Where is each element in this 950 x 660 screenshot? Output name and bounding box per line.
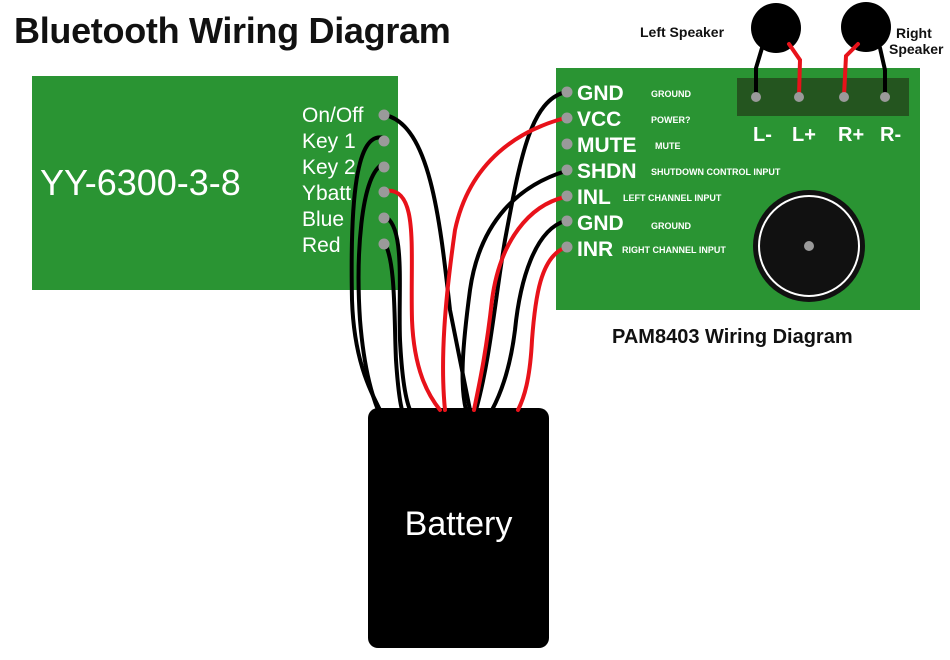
onboard-speaker-icon bbox=[753, 190, 865, 302]
header-pin-l-minus bbox=[751, 92, 761, 102]
bt-pin-label-ybatt: Ybatt bbox=[302, 182, 352, 205]
bluetooth-module-name: YY-6300-3-8 bbox=[40, 162, 241, 203]
amp-pin-label-mute: MUTE bbox=[577, 134, 637, 157]
amplifier-caption: PAM8403 Wiring Diagram bbox=[612, 326, 853, 348]
amp-pin-desc-inl: LEFT CHANNEL INPUT bbox=[623, 193, 722, 203]
amp-pin-label-gnd1: GND bbox=[577, 82, 624, 105]
wire-amp-gnd2 bbox=[490, 219, 567, 412]
wire-amp-vcc bbox=[441, 116, 567, 412]
bluetooth-module-board bbox=[32, 76, 398, 290]
amp-pin-gnd2 bbox=[561, 215, 573, 227]
amp-pin-mute bbox=[561, 138, 573, 150]
amp-pin-shdn bbox=[561, 164, 573, 176]
bt-pin-label-blue: Blue bbox=[302, 208, 345, 231]
amp-pin-label-shdn: SHDN bbox=[577, 160, 637, 183]
wire-amp-shdn bbox=[460, 169, 568, 412]
right-speaker-label-line2: Speaker bbox=[889, 41, 944, 57]
left-speaker-positive-wire bbox=[787, 42, 803, 98]
amp-pin-desc-shdn: SHUTDOWN CONTROL INPUT bbox=[651, 167, 781, 177]
amp-pin-desc-inr: RIGHT CHANNEL INPUT bbox=[622, 245, 726, 255]
bt-pin-label-key2: Key 2 bbox=[302, 156, 356, 179]
amp-pin-label-gnd2: GND bbox=[577, 212, 624, 235]
amp-pin-gnd1 bbox=[561, 86, 573, 98]
wire-amp-gnd1 bbox=[474, 90, 568, 412]
amp-pin-inr bbox=[561, 241, 573, 253]
left-speaker-label: Left Speaker bbox=[640, 24, 725, 40]
diagram-title: Bluetooth Wiring Diagram bbox=[14, 10, 451, 51]
bt-pin-blue bbox=[378, 212, 390, 224]
header-pin-l-plus bbox=[794, 92, 804, 102]
speaker-terminal-r-plus: R+ bbox=[838, 124, 865, 146]
wire-ybatt bbox=[382, 188, 442, 412]
wire-red bbox=[382, 240, 404, 412]
wire-key2 bbox=[356, 162, 385, 412]
speaker-terminal-r-minus: R- bbox=[880, 124, 902, 146]
amp-pin-inl bbox=[561, 190, 573, 202]
right-speaker-label-line1: Right bbox=[896, 25, 932, 41]
amp-pin-label-inl: INL bbox=[577, 186, 611, 209]
bt-pin-label-key1: Key 1 bbox=[302, 130, 356, 153]
left-speaker-icon bbox=[751, 3, 801, 53]
wire-amp-inl bbox=[472, 195, 567, 412]
bt-pin-label-red: Red bbox=[302, 234, 341, 257]
speaker-terminal-l-plus: L+ bbox=[792, 124, 816, 146]
header-pin-r-minus bbox=[880, 92, 890, 102]
amp-pins bbox=[561, 86, 573, 253]
wire-amp-inr bbox=[516, 245, 569, 412]
bt-pin-ybatt bbox=[378, 186, 390, 198]
speaker-wires bbox=[754, 42, 887, 98]
right-speaker-negative-wire bbox=[878, 46, 887, 98]
bt-pin-key1 bbox=[378, 135, 390, 147]
right-speaker-icon bbox=[841, 2, 891, 52]
bt-pin-key2 bbox=[378, 161, 390, 173]
right-speaker-positive-wire bbox=[842, 42, 860, 98]
speaker-header-pins bbox=[751, 92, 890, 102]
battery-pack bbox=[368, 408, 549, 648]
bt-module-pins bbox=[378, 109, 390, 250]
amp-pin-desc-gnd2: GROUND bbox=[651, 221, 691, 231]
bt-pin-red bbox=[378, 238, 390, 250]
amp-pin-desc-vcc: POWER? bbox=[651, 115, 691, 125]
amp-pin-desc-mute: MUTE bbox=[655, 141, 681, 151]
amp-pin-label-vcc: VCC bbox=[577, 108, 622, 131]
wire-blue bbox=[382, 214, 412, 412]
left-speaker-negative-wire bbox=[754, 46, 764, 98]
amp-wires bbox=[441, 90, 569, 412]
bt-pin-on-off bbox=[378, 109, 390, 121]
bt-pin-label-on-off: On/Off bbox=[302, 104, 364, 127]
battery-label: Battery bbox=[404, 505, 513, 543]
amp-pin-vcc bbox=[561, 112, 573, 124]
speaker-terminal-l-minus: L- bbox=[753, 124, 772, 146]
amp-pin-label-inr: INR bbox=[577, 238, 614, 261]
amp-pin-desc-gnd1: GROUND bbox=[651, 89, 691, 99]
header-pin-r-plus bbox=[839, 92, 849, 102]
